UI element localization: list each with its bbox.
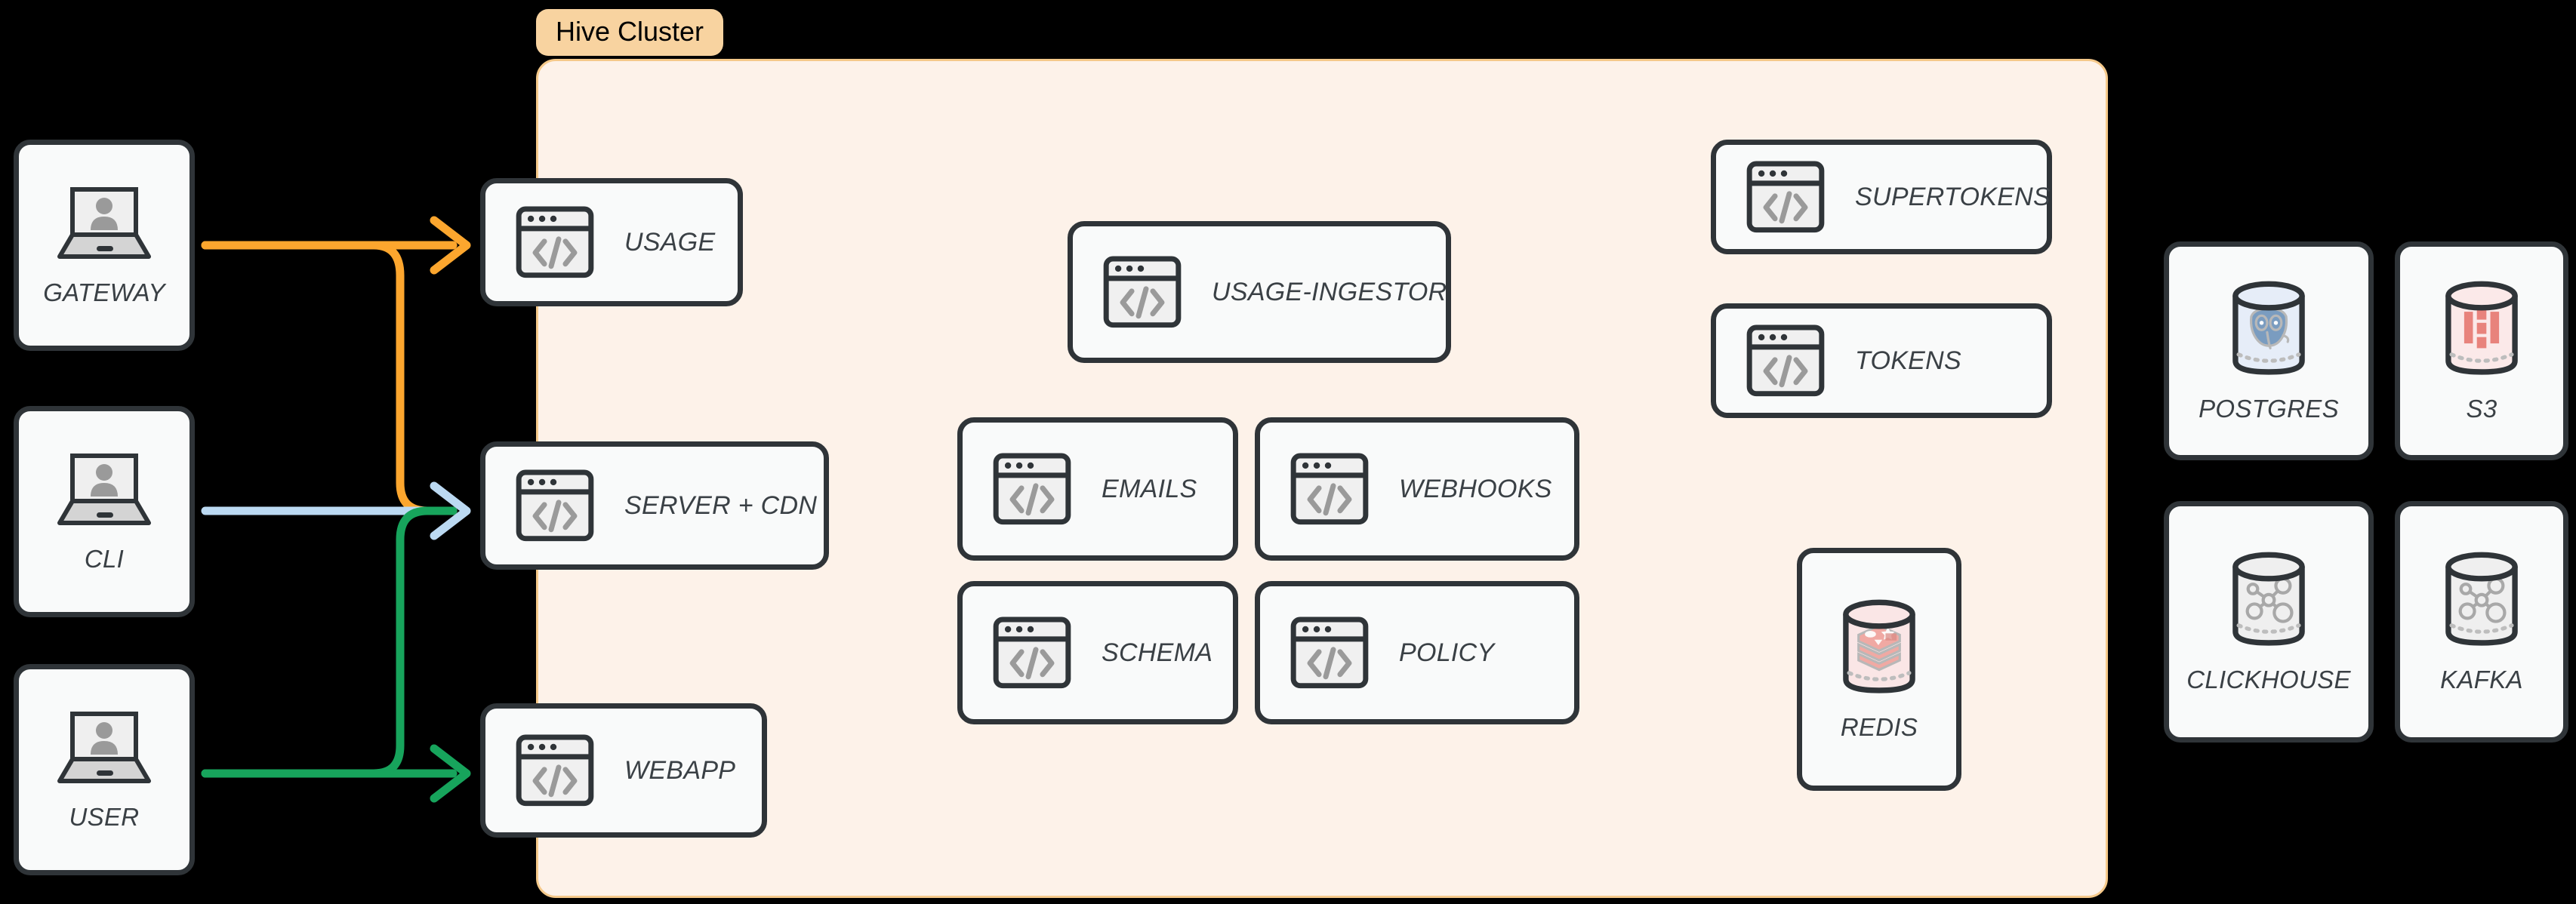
node-webhooks[interactable]: WEBHOOKS <box>1255 417 1579 561</box>
code-window-icon <box>516 734 594 807</box>
node-label-postgres: POSTGRES <box>2199 395 2339 423</box>
laptop-user-icon <box>57 187 151 259</box>
code-window-icon <box>1746 161 1825 233</box>
node-label-cli: CLI <box>84 545 125 573</box>
node-label-schema: SCHEMA <box>1102 638 1213 667</box>
node-gateway[interactable]: GATEWAY <box>14 140 195 351</box>
code-window-icon <box>993 617 1071 689</box>
node-cli[interactable]: CLI <box>14 406 195 617</box>
node-label-user: USER <box>69 803 140 831</box>
node-tokens[interactable]: TOKENS <box>1711 303 2052 418</box>
node-label-tokens: TOKENS <box>1855 346 1961 375</box>
node-postgres[interactable]: POSTGRES <box>2164 241 2374 460</box>
node-supertokens[interactable]: SUPERTOKENS <box>1711 140 2052 254</box>
node-s3[interactable]: S3 <box>2395 241 2568 460</box>
node-schema[interactable]: SCHEMA <box>957 581 1238 724</box>
edge-gateway-to-server-cdn <box>201 241 458 515</box>
node-label-server-cdn: SERVER + CDN <box>624 490 818 520</box>
s3-cylinder-icon <box>2445 281 2518 375</box>
code-window-icon <box>516 206 594 278</box>
edge-cli-to-server-cdn <box>201 481 471 540</box>
node-usage-ingestor[interactable]: USAGE-INGESTOR <box>1068 221 1451 363</box>
edge-user-to-server-cdn <box>201 506 458 778</box>
edge-user-to-webapp <box>201 744 471 803</box>
code-window-icon <box>1290 617 1369 689</box>
node-label-webapp: WEBAPP <box>624 755 736 785</box>
generic-cylinder-icon <box>2232 552 2305 646</box>
node-label-clickhouse: CLICKHOUSE <box>2186 666 2351 694</box>
edge-gateway-to-usage <box>201 216 471 275</box>
node-user[interactable]: USER <box>14 664 195 875</box>
node-label-usage-ingestor: USAGE-INGESTOR <box>1212 277 1447 306</box>
postgres-cylinder-icon <box>2232 281 2305 375</box>
code-window-icon <box>1290 453 1369 525</box>
node-label-policy: POLICY <box>1399 638 1495 667</box>
hive-cluster-label: Hive Cluster <box>536 9 724 56</box>
node-usage[interactable]: USAGE <box>480 178 743 306</box>
node-label-emails: EMAILS <box>1102 474 1197 503</box>
code-window-icon <box>516 469 594 542</box>
node-label-s3: S3 <box>2466 395 2497 423</box>
node-label-kafka: KAFKA <box>2440 666 2523 694</box>
node-label-webhooks: WEBHOOKS <box>1399 474 1552 503</box>
node-emails[interactable]: EMAILS <box>957 417 1238 561</box>
laptop-user-icon <box>57 712 151 783</box>
laptop-user-icon <box>57 454 151 525</box>
node-clickhouse[interactable]: CLICKHOUSE <box>2164 501 2374 743</box>
node-policy[interactable]: POLICY <box>1255 581 1579 724</box>
node-label-redis: REDIS <box>1840 713 1918 742</box>
node-label-gateway: GATEWAY <box>43 278 165 306</box>
code-window-icon <box>1746 324 1825 397</box>
node-server-cdn[interactable]: SERVER + CDN <box>480 441 829 570</box>
generic-cylinder-icon <box>2445 552 2518 646</box>
node-label-usage: USAGE <box>624 227 716 257</box>
node-kafka[interactable]: KAFKA <box>2395 501 2568 743</box>
code-window-icon <box>1103 256 1182 328</box>
code-window-icon <box>993 453 1071 525</box>
node-label-supertokens: SUPERTOKENS <box>1855 182 2051 211</box>
redis-cylinder-icon <box>1843 599 1915 693</box>
node-webapp[interactable]: WEBAPP <box>480 703 767 838</box>
node-redis[interactable]: REDIS <box>1797 548 1961 791</box>
